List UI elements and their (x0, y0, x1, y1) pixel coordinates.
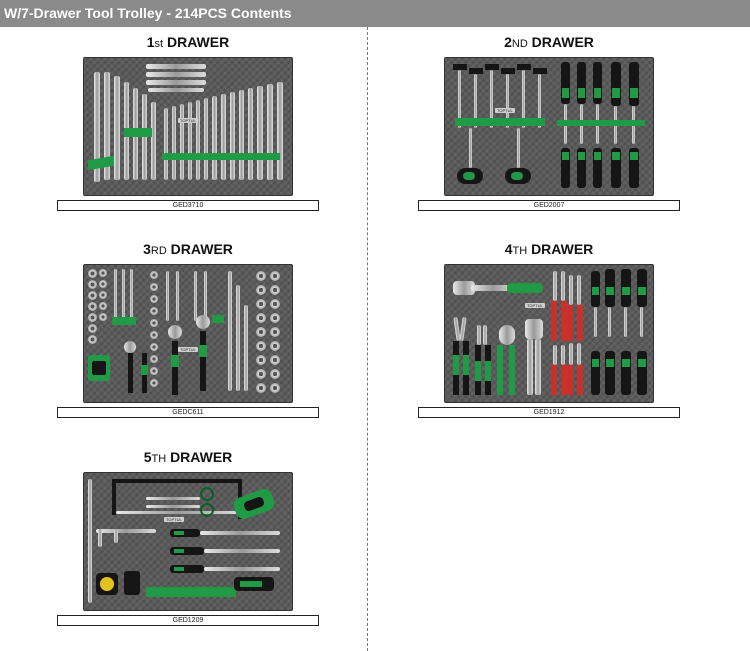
drawer-1-code: GED3710 (57, 200, 319, 211)
page-title-bar: W/7-Drawer Tool Trolley - 214PCS Content… (0, 0, 750, 27)
drawer-4-tray-image: TOPTUL (444, 264, 654, 403)
column-divider (367, 27, 368, 651)
drawer-3-title: 3RD DRAWER (143, 241, 233, 257)
drawer-4: 4TH DRAWER TOPTUL (414, 238, 684, 418)
drawer-4-code: GED1912 (418, 407, 680, 418)
drawer-5-title: 5TH DRAWER (143, 449, 233, 465)
drawer-2-title: 2ND DRAWER (504, 34, 594, 50)
drawer-5-tray-image: TOPTUL (83, 472, 293, 611)
drawer-5-code: GED1209 (57, 615, 319, 626)
drawer-2-tray-image: TOPTUL (444, 57, 654, 196)
drawer-3: 3RD DRAWER (53, 238, 323, 418)
drawer-1-title: 1st DRAWER (146, 34, 230, 50)
drawer-4-title: 4TH DRAWER (504, 241, 594, 257)
drawer-3-code: GEDC611 (57, 407, 319, 418)
drawer-3-tray-image: TOPTUL (83, 264, 293, 403)
drawer-5: 5TH DRAWER TOPTUL (53, 446, 323, 626)
drawer-1: 1st DRAWER TOPTUL GED3710 (53, 31, 323, 211)
page-title: W/7-Drawer Tool Trolley - 214PCS Content… (4, 5, 292, 21)
drawer-2-code: GED2007 (418, 200, 680, 211)
drawer-1-tray-image: TOPTUL (83, 57, 293, 196)
drawer-2: 2ND DRAWER TOPTUL (414, 31, 684, 211)
